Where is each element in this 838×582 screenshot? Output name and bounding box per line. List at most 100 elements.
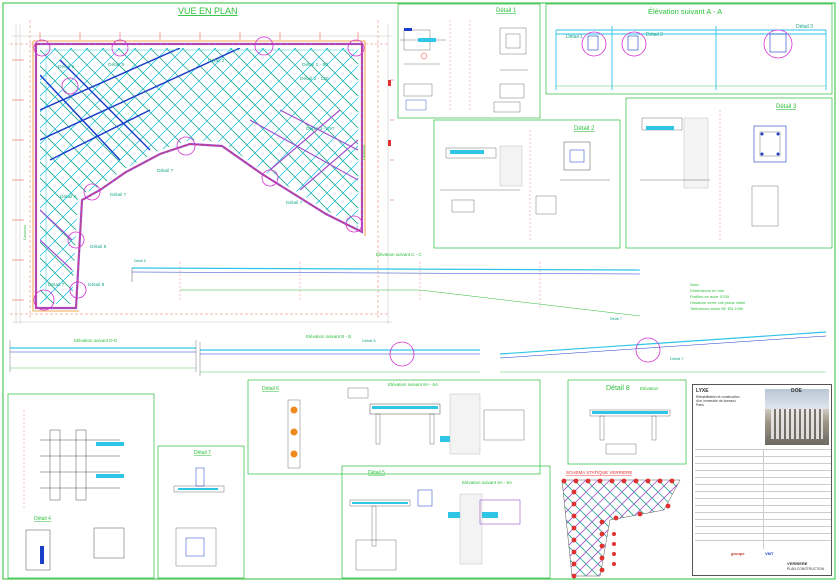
support-node xyxy=(571,549,577,555)
lattice-bar xyxy=(518,48,776,306)
lattice-bar xyxy=(357,48,358,304)
lattice-bar xyxy=(518,48,776,306)
notes-line-1: Dimensions en mm xyxy=(690,288,725,293)
plan-label-detail-7a: Détail 7 xyxy=(157,168,174,174)
lattice-bar xyxy=(582,48,838,306)
svg-text:Caniveau: Caniveau xyxy=(23,225,27,240)
lattice-bar xyxy=(40,48,185,304)
elevation-6a-title: Elévation suivant 6A - 6A xyxy=(388,382,438,387)
lattice-bar xyxy=(40,48,105,304)
plan-label-detail-2-120: Détail 2 - 120 xyxy=(300,76,329,82)
detail-2-panel: Détail 2 xyxy=(433,119,621,249)
support-node xyxy=(665,503,671,509)
support-node xyxy=(633,478,639,484)
plan-title: VUE EN PLAN xyxy=(178,6,238,16)
plan-code: DOE xyxy=(791,388,802,394)
notes-line-2: Profilés en acier S235 xyxy=(690,294,730,299)
building-photo xyxy=(765,389,829,445)
lattice-bar xyxy=(562,480,611,576)
lattice-bar xyxy=(598,48,838,306)
detail-6-panel: Détail 6 Elévation suivant 6A - 6A xyxy=(247,379,541,475)
support-node xyxy=(561,478,567,484)
plan-label-detail-1-90: Détail 1 - 90 xyxy=(302,62,328,68)
plan-label-detail-8: Détail 8 xyxy=(90,244,107,250)
elevation-5a-title: Elévation suivant 5A - 5A xyxy=(462,480,512,485)
support-node xyxy=(573,478,579,484)
support-node xyxy=(571,501,577,507)
lattice-bar xyxy=(229,48,358,304)
elev-a-detail-1: Détail 1 xyxy=(566,34,583,40)
lattice-bar xyxy=(40,48,169,304)
lattice-bar xyxy=(277,48,358,304)
lattice-bar xyxy=(40,48,89,304)
lattice-bar xyxy=(245,48,358,304)
lattice-bar xyxy=(562,480,599,576)
support-node xyxy=(637,511,643,517)
lattice-bar xyxy=(40,48,137,304)
detail-7-title: Détail 7 xyxy=(194,450,211,456)
detail-8-title: Détail 8 xyxy=(606,385,630,392)
support-node xyxy=(609,478,615,484)
notes-line-4: Tolérances selon NF EN 1090 xyxy=(690,306,744,311)
company-logo-1: groupe xyxy=(731,551,745,556)
lattice-bar xyxy=(534,48,792,306)
elevation-d-d: Elévation suivant D-D xyxy=(9,338,197,372)
lattice-bar xyxy=(562,480,611,576)
lattice-bar xyxy=(598,48,838,306)
lattice-bar xyxy=(40,48,89,304)
detail-7-panel: Détail 7 xyxy=(157,445,245,579)
lattice-bar xyxy=(40,48,217,304)
lattice-bar xyxy=(633,480,680,576)
elevation-88-title: Elévation xyxy=(640,386,659,391)
lattice-bar xyxy=(40,48,57,304)
support-node xyxy=(657,478,663,484)
lattice-bar xyxy=(550,48,808,306)
project-line-3: Paris xyxy=(696,403,704,407)
lattice-bar xyxy=(438,48,696,306)
lattice-bar xyxy=(597,480,680,576)
lattice-bar xyxy=(562,480,599,576)
detail-6-title: Détail 6 xyxy=(262,386,279,392)
lattice-bar xyxy=(341,48,358,304)
lattice-bar xyxy=(614,48,838,306)
company-logo-2: VMT xyxy=(765,551,774,556)
lattice-bar xyxy=(40,48,233,304)
plan-label-detail-7d: Détail 7 xyxy=(48,282,65,288)
elev-a-detail-3: Détail 3 xyxy=(796,24,813,30)
lattice-bar xyxy=(582,48,838,306)
lattice-bar xyxy=(502,48,760,306)
support-node xyxy=(585,478,591,484)
lattice-bar xyxy=(406,48,664,306)
notes-block: Nota : Dimensions en mm Profilés en acie… xyxy=(690,282,746,311)
lattice-bar xyxy=(261,48,358,304)
support-node xyxy=(597,478,603,484)
support-node xyxy=(613,515,619,521)
lattice-bar xyxy=(293,48,358,304)
plan-label-detail-4: Détail 4 xyxy=(60,194,77,200)
detail-1-panel: Détail 1 xyxy=(397,3,541,119)
support-node xyxy=(571,561,577,567)
lattice-bar xyxy=(422,48,680,306)
support-node xyxy=(571,513,577,519)
title-block: LYXE Réhabilitation et construction d'un… xyxy=(692,384,832,576)
lattice-bar xyxy=(309,48,358,304)
lattice-bar xyxy=(406,48,664,306)
project-line-1: Réhabilitation et construction xyxy=(696,395,740,399)
lattice-bar xyxy=(562,480,587,576)
detail-1-title: Détail 1 xyxy=(496,8,517,14)
elev-a-detail-2: Détail 2 xyxy=(646,32,663,38)
lattice-bar xyxy=(40,48,137,304)
support-node xyxy=(599,531,605,537)
lattice-bar xyxy=(562,480,575,576)
lattice-bar xyxy=(40,48,233,304)
elev-b-right-detail-7: Détail 7 xyxy=(670,356,684,361)
lattice-bar xyxy=(562,480,635,576)
lattice-bar xyxy=(40,48,201,304)
detail-3-title: Détail 3 xyxy=(776,104,797,110)
notes-line-3: Ossature verre voir plans vitrier xyxy=(690,300,746,305)
lattice-bar xyxy=(454,48,712,306)
plan-label-detail-3-297: Détail 3 - 297 xyxy=(306,126,335,132)
lattice-bar xyxy=(40,48,57,304)
plan-label-detail-7c: Détail 7 xyxy=(286,200,303,206)
